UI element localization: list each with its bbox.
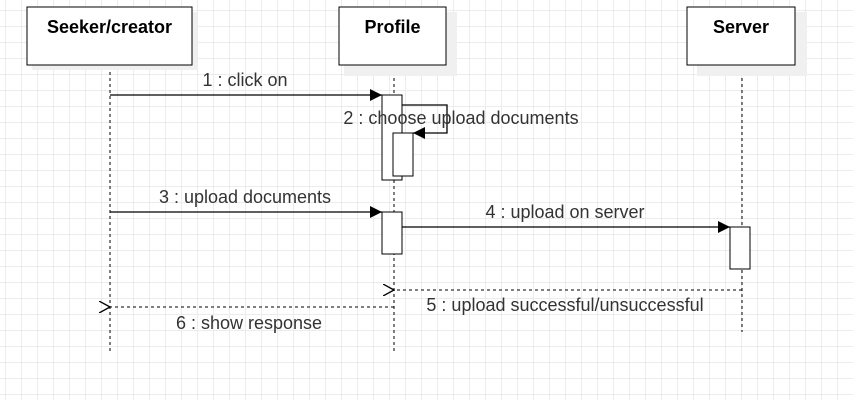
message-6-label: 6 : show response xyxy=(176,313,322,333)
actor-seeker[interactable]: Seeker/creator xyxy=(26,6,197,70)
message-2-arrow[interactable] xyxy=(402,104,448,139)
actor-server[interactable]: Server xyxy=(686,6,807,76)
activation-profile-2 xyxy=(381,211,403,255)
activation-server xyxy=(729,226,751,270)
message-1-label: 1 : click on xyxy=(202,70,287,90)
actor-profile[interactable]: Profile xyxy=(338,6,457,76)
actor-profile-label: Profile xyxy=(364,17,420,37)
activation-profile-1-nested xyxy=(392,132,414,177)
message-4-label: 4 : upload on server xyxy=(485,202,644,222)
actor-server-label: Server xyxy=(713,17,769,37)
actor-seeker-label: Seeker/creator xyxy=(47,17,172,37)
message-5-label: 5 : upload successful/unsuccessful xyxy=(426,295,703,315)
message-3-label: 3 : upload documents xyxy=(159,187,331,207)
message-2-label: 2 : choose upload documents xyxy=(343,108,578,128)
